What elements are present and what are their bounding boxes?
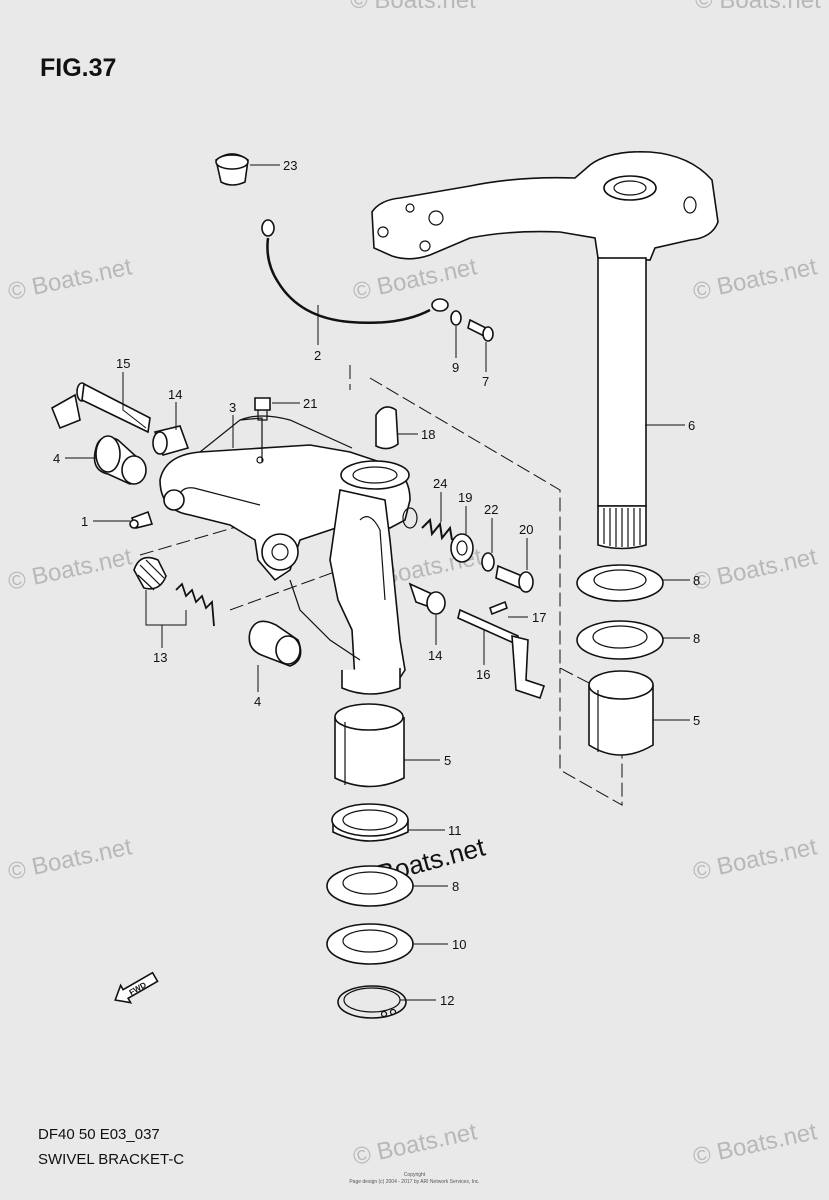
watermark-text: © Boats.net — [350, 0, 476, 14]
watermark-text: © Boats.net — [6, 253, 135, 306]
part-12-snap-ring — [337, 985, 407, 1019]
part-8-washer-upper — [576, 564, 664, 602]
part-1-grease-nipple — [129, 510, 154, 529]
watermark-text: © Boats.net — [695, 0, 821, 14]
part-19-cushion — [450, 533, 474, 563]
callout-4-upper: 4 — [53, 451, 60, 466]
diagram-name: SWIVEL BRACKET-C — [38, 1151, 185, 1168]
part-3-swivel-bracket — [159, 415, 418, 695]
callout-7: 7 — [482, 374, 489, 389]
part-17-pin — [489, 600, 508, 616]
fwd-arrow-icon: FWD — [114, 971, 159, 1004]
part-5-bushing-center — [334, 703, 405, 788]
part-24-spring — [421, 517, 453, 541]
part-22-washer — [481, 552, 495, 572]
callout-10: 10 — [452, 937, 466, 952]
part-2-ground-wire — [261, 219, 449, 325]
part-20-bolt — [495, 564, 534, 593]
part-11-seal — [331, 803, 409, 842]
callout-8-upper: 8 — [693, 573, 700, 588]
part-23-cap — [215, 153, 249, 186]
diagram-code: DF40 50 E03_037 — [38, 1126, 160, 1143]
callout-5-center: 5 — [444, 753, 451, 768]
footer-copyright: Copyright — [403, 1172, 426, 1178]
part-16-lock-rod — [457, 608, 546, 700]
callout-labels: 23 2 9 7 6 15 14 3 21 18 4 1 24 19 22 20… — [53, 158, 700, 1008]
callout-20: 20 — [519, 522, 533, 537]
callout-2: 2 — [314, 348, 321, 363]
watermark-text: © Boats.net — [691, 833, 820, 886]
footer-page-design: Page design (c) 2004 - 2017 by ARI Netwo… — [349, 1179, 480, 1185]
part-7-screw — [467, 318, 494, 342]
part-18-bushing-half — [375, 406, 399, 450]
callout-14-upper: 14 — [168, 387, 182, 402]
callout-19: 19 — [458, 490, 472, 505]
watermark-text: © Boats.net — [351, 1118, 480, 1171]
callout-13: 13 — [153, 650, 167, 665]
part-6-steering-bracket — [371, 150, 719, 550]
leader-lines — [65, 164, 690, 1001]
callout-18: 18 — [421, 427, 435, 442]
callout-22: 22 — [484, 502, 498, 517]
callout-11: 11 — [448, 823, 462, 838]
watermark-text: © Boats.net — [691, 1118, 820, 1171]
part-4-bushing-lower — [248, 620, 302, 667]
watermark-text: © Boats.net — [351, 253, 480, 306]
callout-15: 15 — [116, 356, 130, 371]
part-14-bushing-upper — [152, 425, 190, 456]
callout-6: 6 — [688, 418, 695, 433]
callout-9: 9 — [452, 360, 459, 375]
part-21-bolt — [254, 397, 271, 421]
part-5-bushing-right — [588, 670, 654, 756]
callout-12: 12 — [440, 993, 454, 1008]
callout-3: 3 — [229, 400, 236, 415]
part-9-washer — [450, 310, 462, 326]
callout-5-right: 5 — [693, 713, 700, 728]
watermark-text: © Boats.net — [6, 543, 135, 596]
callout-21: 21 — [303, 396, 317, 411]
part-13-spring-set — [133, 556, 215, 627]
part-8-washer-lower — [326, 865, 414, 907]
callout-23: 23 — [283, 158, 297, 173]
callout-17: 17 — [532, 610, 546, 625]
callout-14-lower: 14 — [428, 648, 442, 663]
part-15-tilt-pin — [50, 382, 151, 434]
watermark-text: © Boats.net — [691, 253, 820, 306]
part-10-washer — [326, 923, 414, 965]
part-4-bushing-upper — [93, 435, 147, 485]
callout-8-middle: 8 — [693, 631, 700, 646]
part-8-washer-middle — [576, 620, 664, 660]
callout-8-lower: 8 — [452, 879, 459, 894]
callout-1: 1 — [81, 514, 88, 529]
callout-4-lower: 4 — [254, 694, 261, 709]
watermark-text: © Boats.net — [691, 543, 820, 596]
figure-title: FIG.37 — [40, 54, 117, 82]
part-14-bushing-lower — [408, 582, 446, 615]
callout-16: 16 — [476, 667, 490, 682]
callout-24: 24 — [433, 476, 447, 491]
watermark-text: © Boats.net — [6, 833, 135, 886]
